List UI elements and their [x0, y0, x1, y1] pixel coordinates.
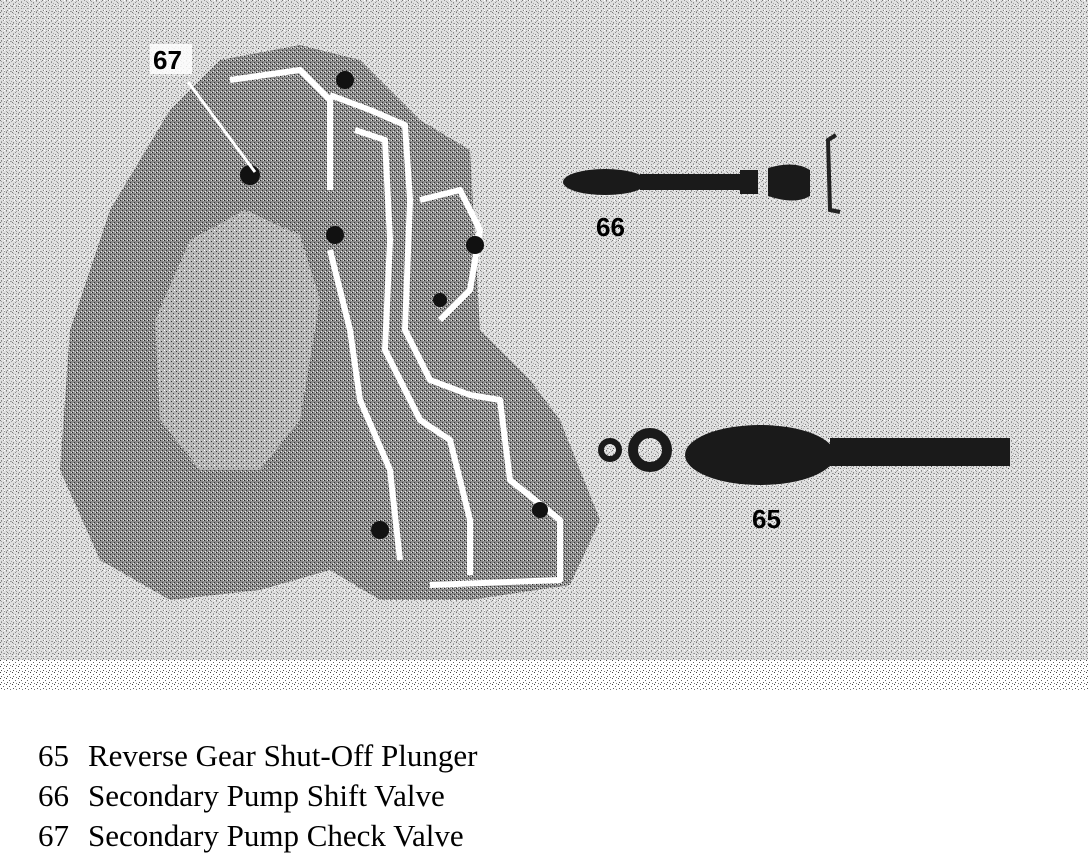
legend-number: 66 — [38, 778, 69, 813]
secondary-pump-shift-valve — [563, 164, 810, 201]
legend-label: Reverse Gear Shut-Off Plunger — [88, 738, 478, 773]
legend-label: Secondary Pump Check Valve — [88, 818, 464, 853]
retaining-clip — [825, 133, 841, 214]
callout-66: 66 — [596, 212, 625, 242]
reverse-gear-shutoff-plunger — [598, 425, 1010, 485]
legend-item: 67 Secondary Pump Check Valve — [38, 816, 477, 856]
fluid-passages — [229, 67, 563, 588]
callout-67: 67 — [153, 45, 182, 75]
legend-item: 65 Reverse Gear Shut-Off Plunger — [38, 736, 477, 776]
legend-label: Secondary Pump Shift Valve — [88, 778, 445, 813]
legend-item: 66 Secondary Pump Shift Valve — [38, 776, 477, 816]
port-holes — [240, 71, 548, 539]
casting-opening — [155, 210, 320, 470]
callout-67-bg — [150, 44, 192, 74]
callout-67-leader — [186, 81, 257, 173]
callout-65: 65 — [752, 504, 781, 534]
legend-number: 65 — [38, 738, 69, 773]
valve-body-photo: 67 66 65 — [0, 0, 1088, 690]
legend-number: 67 — [38, 818, 69, 853]
